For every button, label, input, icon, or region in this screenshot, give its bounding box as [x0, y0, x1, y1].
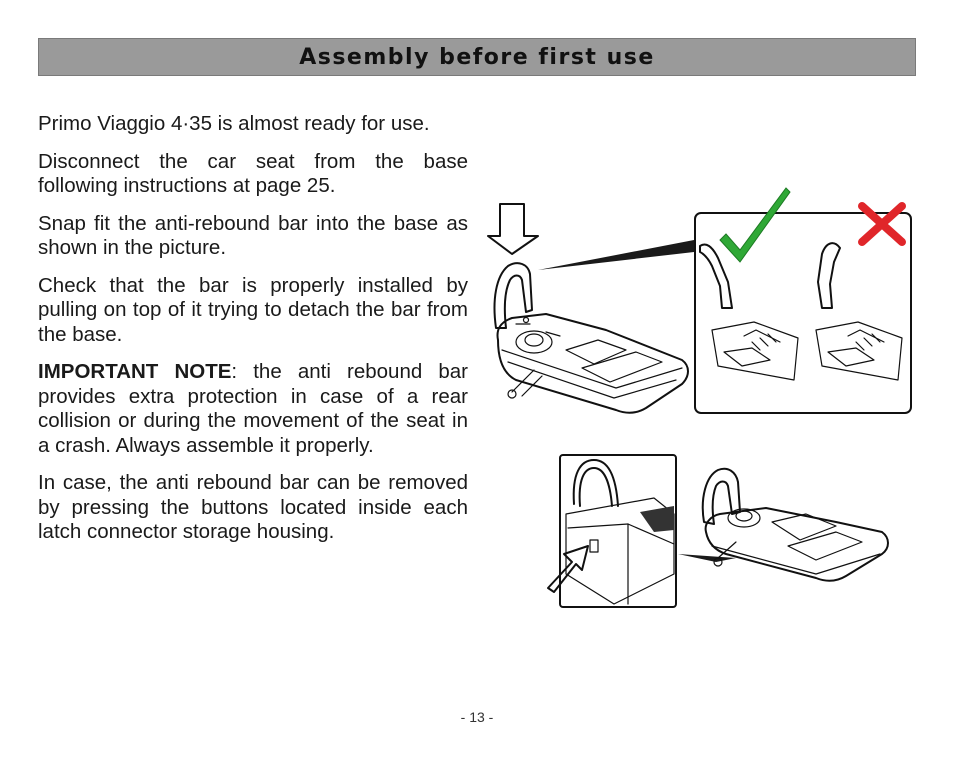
paragraph-intro: Primo Viaggio 4·35 is almost ready for u… [38, 112, 430, 135]
down-arrow-icon [487, 203, 539, 255]
cross-icon [858, 202, 906, 246]
paragraph-check: Check that the bar is properly installed… [38, 273, 468, 346]
base-side-illustration [678, 467, 889, 582]
instructions-text: Primo Viaggio 4·35 is almost ready for u… [38, 112, 468, 558]
up-arrow-icon [547, 545, 589, 593]
release-button-illustration [547, 454, 677, 608]
paragraph-disconnect: Disconnect the car seat from the base fo… [38, 149, 468, 198]
section-header: Assembly before first use [38, 38, 916, 76]
page-title: Assembly before first use [299, 44, 655, 70]
base-with-bar-illustration [487, 203, 694, 414]
important-note-label: IMPORTANT NOTE [38, 360, 232, 383]
important-note-text: : the anti rebound bar provides extra pr… [38, 360, 469, 457]
check-icon [719, 187, 791, 263]
paragraph-important-note: IMPORTANT NOTE: the anti rebound bar pro… [38, 360, 468, 458]
paragraph-removal: In case, the anti rebound bar can be rem… [38, 471, 468, 543]
paragraph-snap-fit: Snap fit the anti-rebound bar into the b… [38, 211, 468, 260]
page-number: - 13 - [460, 709, 494, 725]
correct-incorrect-inset [694, 187, 912, 414]
